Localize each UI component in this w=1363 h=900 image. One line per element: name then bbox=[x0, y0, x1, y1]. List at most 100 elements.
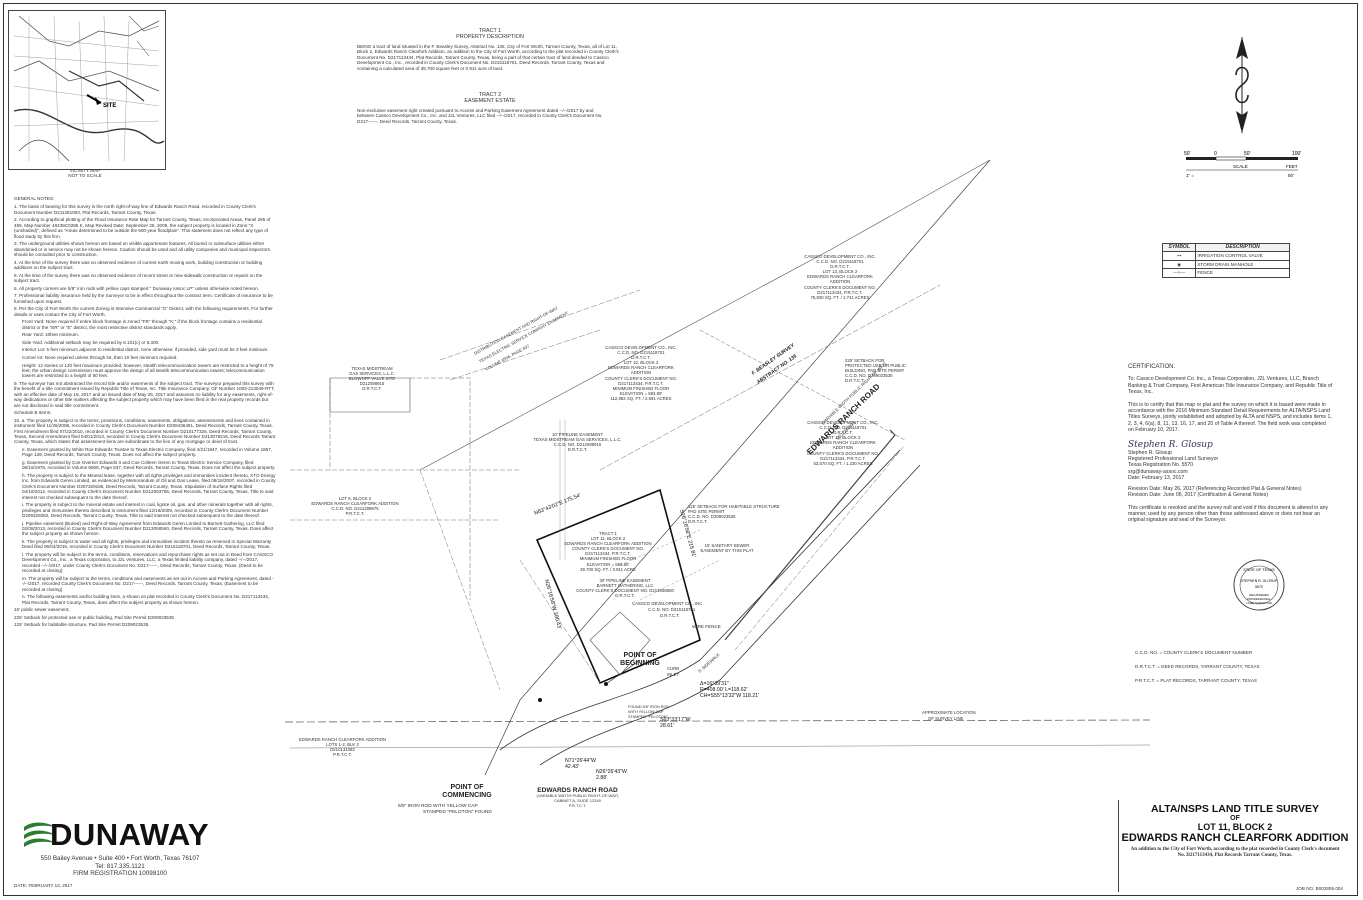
scale-label-2: 50' bbox=[1244, 151, 1251, 157]
lot12-line: D.R.T.C.T. bbox=[833, 430, 853, 436]
setback225-line: C.C.D. NO. D209023535 bbox=[845, 373, 893, 379]
iron-rod-note-3: STAMPED "PELOTON" bbox=[628, 715, 669, 719]
setback125-line: C.C.D. NO. D209023535 bbox=[688, 514, 736, 520]
setback125-line: PAD SITE PERMIT bbox=[688, 509, 725, 515]
lot6-line: LOT 6, BLOCK 2 bbox=[338, 496, 372, 501]
legend-header-symbol: SYMBOL bbox=[1161, 242, 1197, 253]
drawing-date: DATE: FEBRUARY 13, 2017 bbox=[14, 883, 73, 888]
general-note-item: 9. The surveyor has not abstracted the r… bbox=[14, 381, 275, 408]
certification-body: This is to certify that this map or plat… bbox=[1128, 401, 1332, 434]
general-note-item: m. The property will be subject to the t… bbox=[22, 575, 274, 592]
midstream-line: GAS SERVICES, L.L.C. bbox=[349, 371, 395, 377]
general-note-item: j. Pipeline easement (Buried) and Right-… bbox=[22, 520, 274, 537]
curve-data: Δ=16°39'31"R=408.00' L=118.62'CH=S55°13'… bbox=[700, 681, 790, 700]
general-note-item: 4. At the time of the survey there was n… bbox=[14, 259, 263, 271]
general-note-item: 5. At the time of the survey there was n… bbox=[14, 272, 263, 284]
general-note-item: h. The property is subject to the Minera… bbox=[22, 473, 276, 500]
general-note-item: 10. a. The property is subject to the te… bbox=[14, 417, 276, 445]
bearings-line: S63°33'17"W bbox=[660, 717, 691, 723]
general-note-item: l. The property will be subject to the t… bbox=[22, 552, 273, 574]
survey-line bbox=[284, 719, 1151, 723]
tie2-line: 2.88' bbox=[596, 775, 608, 782]
lot13-line: D217113434, P.R.T.C.T. bbox=[817, 289, 863, 295]
pipeline30-line: D.R.T.C.T. bbox=[615, 593, 635, 599]
cassco-south-2: C.C.D. NO. D215118701 bbox=[648, 607, 696, 612]
midstream-line: BLOWOFF VALVE SITE bbox=[348, 376, 396, 382]
certification-heading: CERTIFICATION: bbox=[1128, 364, 1176, 370]
general-note-item: Corner lot: None required unless through… bbox=[22, 355, 178, 360]
dunaway-logo-icon bbox=[24, 822, 56, 847]
lot10-line: ELEVATION = 593.80' bbox=[619, 390, 663, 396]
curb-inlet-label-2: INLET bbox=[667, 672, 680, 677]
survey-plan: (VARIABLE WIDTH PUBLIC RIGHT-OF-WAY) EDW… bbox=[280, 140, 1160, 780]
lots12-line: P.R.T.C.T. bbox=[333, 752, 352, 758]
company-address: 550 Bailey Avenue • Suite 400 • Fort Wor… bbox=[40, 855, 200, 878]
dist-easement-2: TEXAS ELECTRIC SERVICE COMPANY EASEMENT bbox=[478, 310, 569, 364]
survey-line-label-2: OF SURVEY LINE bbox=[928, 716, 964, 721]
general-note-item: Side Yard: Additional setback may be req… bbox=[22, 339, 160, 345]
general-note-item: 8. Per the City of Fort Worth the curren… bbox=[14, 306, 273, 317]
lot12-line: CASSCO DEVELOPMENT CO., INC. bbox=[807, 420, 879, 425]
bearings-line: 28.61' bbox=[660, 723, 674, 730]
lot12-label: CASSCO DEVELOPMENT CO., INC.C.C.D. NO. D… bbox=[788, 420, 898, 466]
curb-inlet-label: CURB bbox=[667, 666, 679, 671]
scale-ratio-left: 1" = bbox=[1186, 173, 1194, 178]
lot11-line: MINIMUM FINISHED FLOOR bbox=[579, 556, 637, 562]
pipeline30-line: BARNETT GATHERING, LLC bbox=[596, 583, 654, 589]
abbreviations: C.C.D. NO. = COUNTY CLERK'S DOCUMENT NUM… bbox=[1135, 646, 1335, 688]
certification-to: To: Cassco Development Co. Inc., a Texas… bbox=[1128, 376, 1333, 396]
scale-unit: SCALE bbox=[1233, 164, 1248, 169]
vicinity-map-drawing: SITE bbox=[13, 15, 165, 162]
scale-feet: FEET bbox=[1286, 164, 1298, 169]
title-block: ALTA/NSPS LAND TITLE SURVEY OF LOT 11, B… bbox=[1118, 800, 1351, 892]
lot13-line: D.R.T.C.T. bbox=[830, 264, 850, 270]
pipeline30-line: COUNTY CLERK'S DOCUMENT NO. D213058560 bbox=[576, 588, 674, 594]
general-note-item: 225' Setback for protected use or public… bbox=[14, 614, 174, 620]
company-block: DUNAWAY bbox=[18, 815, 228, 875]
lot12-line: 53,570 SQ. FT. / 1.230 ACRES bbox=[813, 460, 873, 466]
legend-desc: STORM DRAIN MANHOLE bbox=[1195, 259, 1290, 270]
legend-desc: FENCE bbox=[1195, 268, 1290, 278]
survey-line-label-1: APPROXIMATE LOCATION bbox=[922, 710, 976, 715]
curve-line: Δ=16°39'31" bbox=[700, 681, 729, 687]
midstream-line: TEXAS MIDSTREAM bbox=[351, 366, 393, 371]
title-line4: EDWARDS RANCH CLEARFORK ADDITION bbox=[1121, 832, 1349, 844]
wire-fence-label: WIRE FENCE bbox=[692, 624, 721, 629]
signer-line: Texas Registration No. 5570 bbox=[1128, 462, 1194, 469]
lot11-line: TRACT 1 bbox=[599, 531, 617, 536]
lot12-line: D217113434, P.R.T.C.T. bbox=[820, 455, 866, 461]
lot10-line: C.C.D. NO. D215118701 bbox=[617, 350, 665, 356]
lot10-line: ADDITION bbox=[630, 370, 652, 376]
legend-table: SYMBOL DESCRIPTION ⊶IRRIGATION CONTROL V… bbox=[1161, 242, 1290, 278]
road-row-south bbox=[539, 464, 921, 766]
revisions: Revision Date: May 26, 2017 (Referencing… bbox=[1128, 486, 1333, 499]
bearing-west: N26°16'58"W 200.43' bbox=[543, 579, 562, 630]
title-line3: LOT 11, BLOCK 2 bbox=[1197, 822, 1273, 832]
general-note-item: 3. The underground utilities shown hereo… bbox=[14, 241, 270, 258]
signature: Stephen R. Glosup bbox=[1128, 439, 1213, 450]
general-note-item: n. The following easements and/or buildi… bbox=[22, 594, 270, 605]
lot11-line: COUNTY CLERK'S DOCUMENT NO. bbox=[571, 546, 645, 552]
cassco-south-1: CASSCO DEVELOPMENT CO., INC. bbox=[632, 601, 704, 606]
seal-text: STEPHEN R. GLOSUP bbox=[1241, 579, 1278, 583]
lot10-line: CASSCO DEVELOPMENT CO., INC. bbox=[605, 345, 677, 350]
job-number: JOB NO. B002806.004 bbox=[1296, 885, 1343, 891]
lot11-boundary bbox=[535, 488, 701, 685]
iron-rod-note-2: WITH YELLOW CAP bbox=[628, 710, 664, 714]
lot11-line: ELEVATION = 593.80' bbox=[586, 561, 630, 567]
